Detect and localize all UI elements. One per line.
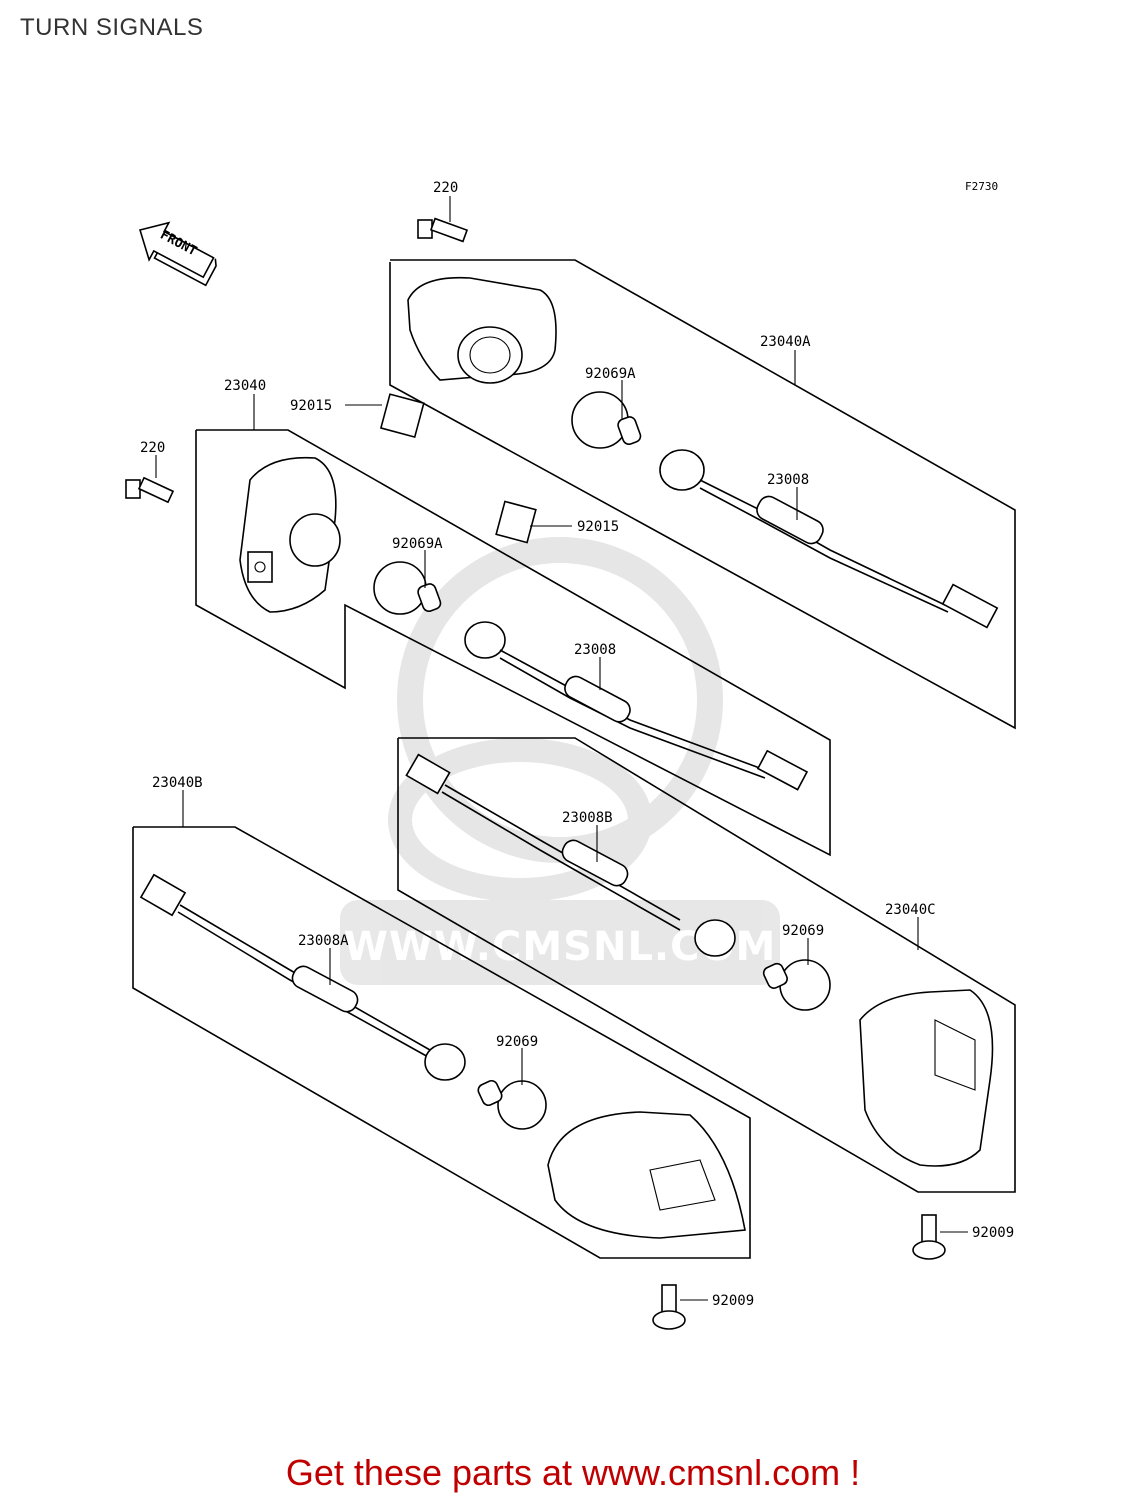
callout-bulb-a-lower: 92069A xyxy=(392,536,443,552)
callout-clip-upper: 92015 xyxy=(290,398,332,414)
bulb-a-upper xyxy=(571,391,642,449)
figure-code: F2730 xyxy=(965,180,998,193)
callout-screw-top: 220 xyxy=(433,180,458,196)
assy-b-outline xyxy=(132,826,751,1259)
callout-clip-lower: 92015 xyxy=(577,519,619,535)
callout-socket-b: 23008B xyxy=(562,810,613,826)
callout-screw-left: 220 xyxy=(140,440,165,456)
assy-c-outline xyxy=(397,737,1016,1193)
socket-b xyxy=(405,753,736,957)
cmsnl-link[interactable]: Get these parts at www.cmsnl.com ! xyxy=(285,1452,861,1493)
parts-diagram: WWW.CMSNL.COM FRONT F2730 xyxy=(125,180,1016,1330)
bolt-b xyxy=(652,1284,686,1330)
assy-a-outline xyxy=(389,259,1016,730)
front-arrow-icon xyxy=(138,221,217,287)
lens-c xyxy=(859,989,994,1167)
page-title: TURN SIGNALS xyxy=(20,14,204,41)
callout-socket-a: 23008A xyxy=(298,933,349,949)
callout-assy-b: 23040B xyxy=(152,775,203,791)
callout-assy-a: 23040A xyxy=(760,334,811,350)
bolt-c xyxy=(912,1214,946,1260)
lens-housing-a xyxy=(407,276,557,384)
bulb-b xyxy=(477,1079,547,1130)
callout-assy-c: 23040C xyxy=(885,902,936,918)
screw-top xyxy=(417,217,469,243)
clip-upper xyxy=(379,393,425,439)
clip-lower xyxy=(495,500,537,544)
callout-bolt-b: 92009 xyxy=(712,1293,754,1309)
socket-lower xyxy=(464,621,809,791)
callout-bolt-c: 92009 xyxy=(972,1225,1014,1241)
callout-assy: 23040 xyxy=(224,378,266,394)
lens-b xyxy=(547,1111,746,1239)
assy-outline xyxy=(195,429,831,857)
screw-left xyxy=(125,476,175,504)
callout-socket-upper: 23008 xyxy=(767,472,809,488)
callout-bulb-b: 92069 xyxy=(496,1034,538,1050)
socket-upper xyxy=(659,449,999,629)
bulb-c xyxy=(762,959,831,1011)
leader-lines xyxy=(155,196,968,1301)
callout-socket-lower: 23008 xyxy=(574,642,616,658)
callout-bulb-a-upper: 92069A xyxy=(585,366,636,382)
callout-bulb-c: 92069 xyxy=(782,923,824,939)
footer-link-text[interactable]: Get these parts at www.cmsnl.com ! xyxy=(0,1452,1146,1494)
watermark-logo xyxy=(340,537,780,985)
socket-a xyxy=(139,873,466,1081)
bulb-a-lower xyxy=(373,561,442,615)
lens-housing xyxy=(239,456,341,613)
